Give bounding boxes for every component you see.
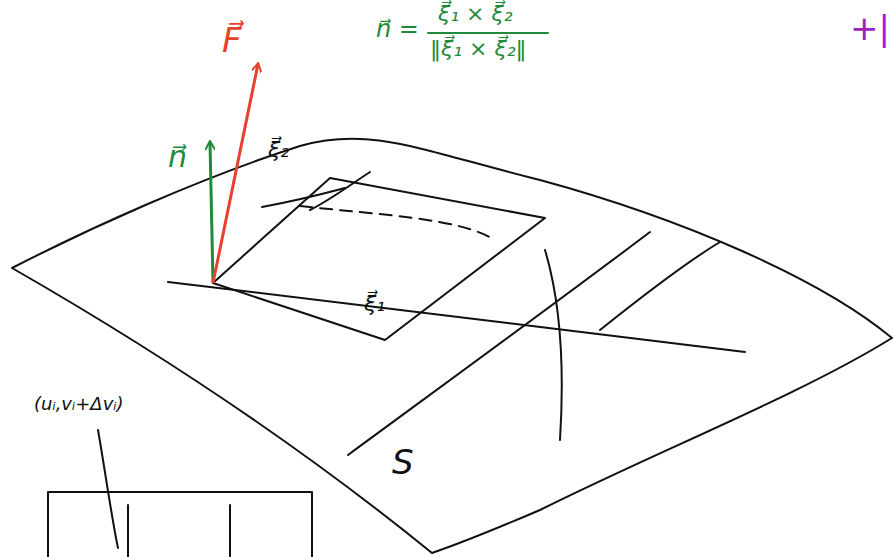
vector-label: F⃗ — [222, 22, 242, 59]
grid-line — [229, 505, 231, 557]
grid-line — [545, 250, 562, 440]
tangent-plane — [213, 178, 545, 340]
formula-part: ‖ξ⃗₁ × ξ⃗₂‖ — [430, 37, 527, 61]
surface-outline — [12, 139, 892, 553]
grid-line — [127, 505, 129, 557]
grid-line — [168, 282, 745, 352]
leader-line — [98, 430, 118, 548]
fraction-bar — [428, 32, 548, 34]
normal-vector — [210, 142, 213, 283]
surface-label: S — [392, 444, 414, 481]
vector-label: ξ⃗₁ — [364, 292, 385, 316]
formula-part: n⃗ = — [376, 16, 419, 42]
grid-line — [348, 232, 650, 455]
hidden-curve — [300, 206, 495, 240]
field-vector — [213, 64, 258, 283]
point-label: (uᵢ,vᵢ+Δvᵢ) — [34, 394, 124, 414]
formula-part: ξ⃗₁ × ξ⃗₂ — [438, 2, 513, 26]
vector-label: n⃗ — [168, 140, 187, 173]
margin-mark: +| — [850, 10, 890, 47]
grid-line — [310, 172, 370, 210]
vector-label: ξ⃗₂ — [268, 138, 289, 162]
grid-line — [600, 242, 720, 330]
parameter-box — [48, 492, 312, 557]
